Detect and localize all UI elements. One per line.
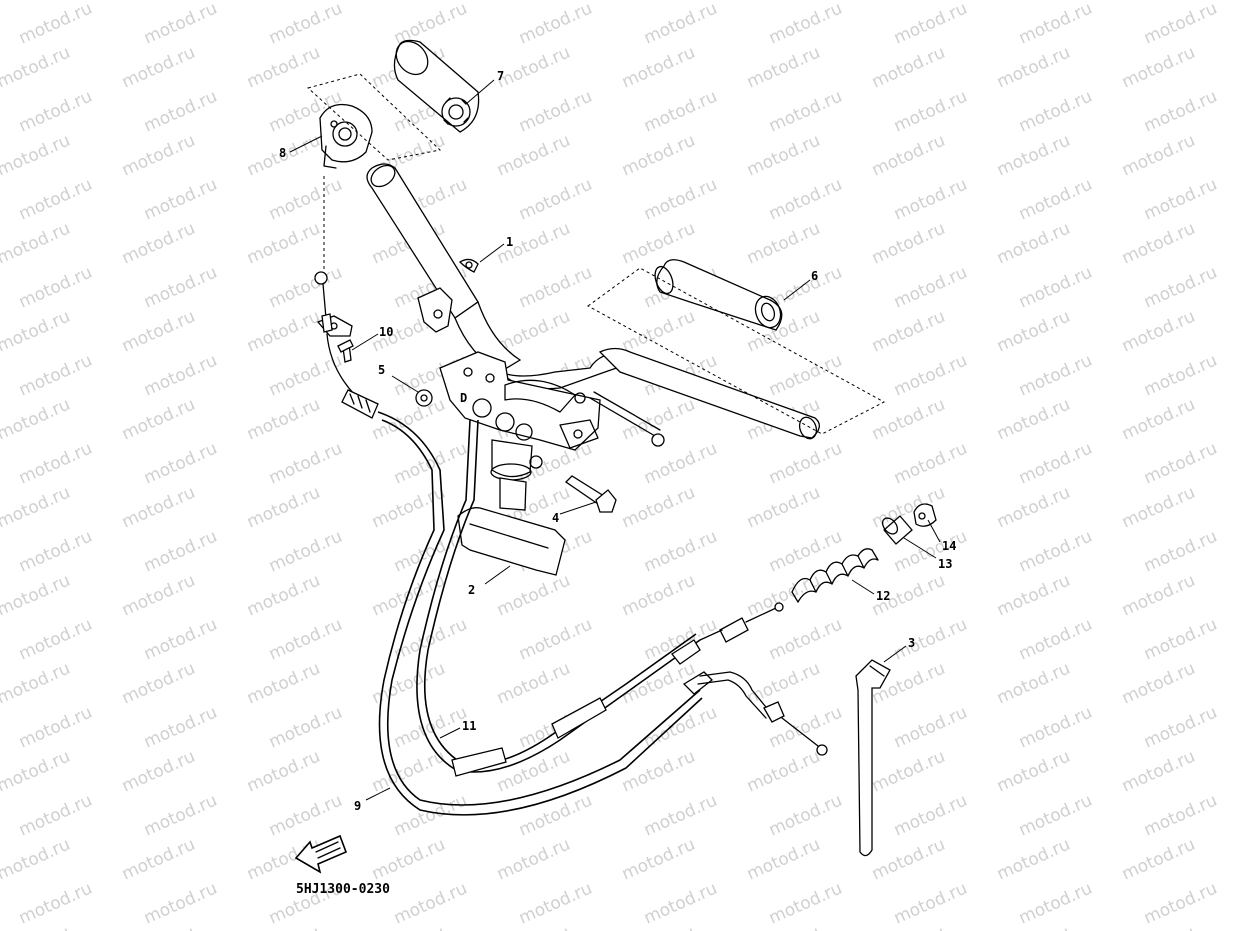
cable-11-part[interactable] [416, 419, 784, 777]
spring-12-part[interactable] [791, 548, 879, 603]
callout-11: 11 [462, 719, 476, 733]
handlebar-part[interactable] [366, 161, 820, 441]
callout-7: 7 [497, 69, 504, 83]
bolt-4-part[interactable] [564, 475, 617, 513]
callout-12: 12 [876, 589, 890, 603]
fwd-arrow-icon [294, 834, 348, 874]
cap-14-part[interactable] [913, 503, 937, 527]
callout-4: 4 [552, 511, 559, 525]
handlebar-clamp-assembly[interactable]: D [439, 351, 665, 511]
callout-10: 10 [379, 325, 393, 339]
callout-14: 14 [942, 539, 956, 553]
grip-6-group-outline [587, 267, 886, 435]
grip-6-part[interactable] [652, 259, 785, 331]
nut-5-part[interactable] [415, 389, 433, 407]
callout-6: 6 [811, 269, 818, 283]
callout-1: 1 [506, 235, 513, 249]
sleeve-13-part[interactable] [880, 515, 913, 545]
diagram-code: 5HJ1300-0230 [296, 882, 390, 897]
callout-13: 13 [938, 557, 952, 571]
throttle-cable-9-part[interactable] [326, 333, 828, 816]
grip-7-part[interactable] [390, 35, 480, 133]
cable-end-fittings[interactable] [314, 271, 333, 333]
callout-3: 3 [908, 636, 915, 650]
callout-leaders [289, 79, 941, 801]
callout-2: 2 [468, 583, 475, 597]
grip-7-group-outline [306, 73, 442, 161]
throttle-housing-part[interactable] [319, 103, 373, 169]
cable-guide-3-part[interactable] [855, 659, 891, 857]
callout-9: 9 [354, 799, 361, 813]
guard-plate-part[interactable] [457, 507, 566, 576]
clamp-mark: D [460, 391, 467, 405]
callout-5: 5 [378, 363, 385, 377]
callout-8: 8 [279, 146, 286, 160]
